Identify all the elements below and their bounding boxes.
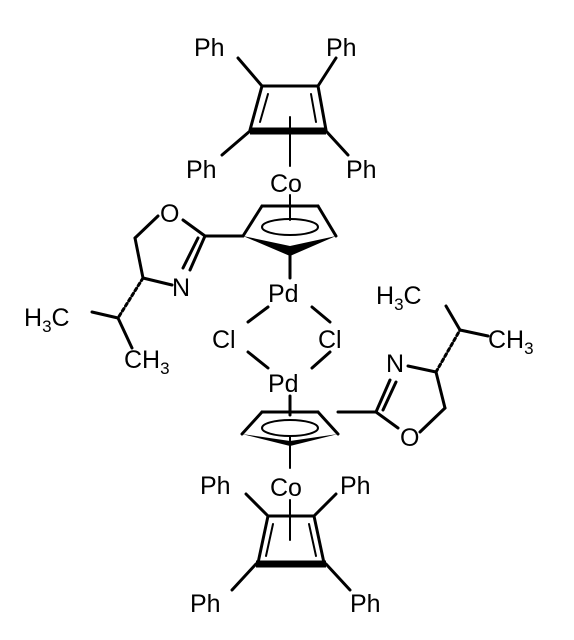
bottom-cyclopentadienyl [240,394,340,469]
bottom-c5-c4-bond [434,370,447,410]
bottom-c2-o-bond [374,410,400,430]
bottom-cb-right [312,514,326,565]
bottom-oxazoline [336,304,490,434]
top-ch3-label: CH3 [124,346,170,378]
top-n-label: N [172,274,190,302]
bottom-o-c5-bond [418,406,447,434]
top-pd-label: Pd [268,280,299,308]
bottom-isopropyl-me2 [458,328,490,338]
top-ph4-bond [324,129,350,157]
top-ph3-label: Ph [186,156,217,184]
top-cb-inner-left [259,93,269,123]
top-cb-bond-left [248,84,264,132]
top-isopropyl-me1 [90,310,120,320]
bottom-ph1-bond [244,492,270,518]
top-o-c5-bond [133,214,160,240]
bottom-cb-inner-right [308,523,317,557]
top-c5-c4-bond [133,236,145,280]
top-ph2-bond [316,56,338,88]
top-c4-n-bond [141,276,174,287]
bottom-ph2-bond [312,492,338,518]
cl2-pd2-bond [310,350,332,370]
bottom-cp-right [316,410,340,436]
top-cb-bond-right [316,84,328,132]
top-ph1-label: Ph [194,34,225,62]
top-c2-o-bond [181,218,207,238]
pd1-cl2-bond [310,305,332,324]
bottom-isopropyl-hashed [434,328,462,374]
bottom-c4-n-bond [406,364,438,374]
top-cp-front [243,236,336,256]
bottom-c2-n-bond [374,378,392,414]
left-cl-label: Cl [212,326,236,354]
bottom-ph4-label: Ph [350,590,381,618]
top-c2-n-double [181,236,200,270]
top-cp-right [316,204,338,238]
bottom-ph4-bond [324,562,352,592]
bottom-n-label: N [386,350,404,378]
bottom-o-label: O [400,424,419,452]
top-ph3-bond [220,129,252,157]
bottom-pd-label: Pd [268,370,299,398]
top-c2-n-bond [188,234,207,272]
bottom-co-label: Co [270,474,302,502]
top-isopropyl-hashed [116,276,145,320]
top-oxazoline [90,214,245,350]
top-cp-left [241,204,264,238]
bottom-cp-aromatic-ring [261,419,319,437]
top-cp-aromatic-ring [261,218,319,236]
top-ph1-bond [236,56,264,88]
bottom-ch3-label: CH3 [488,326,534,358]
top-cyclobutadiene [220,56,350,167]
bottom-ph3-bond [230,562,258,592]
top-ph2-label: Ph [326,34,357,62]
right-cl-label: Cl [318,326,342,354]
bottom-ph3-label: Ph [190,590,221,618]
top-o-label: O [160,200,179,228]
top-cb-inner-right [310,93,317,123]
bottom-c2-n-double [381,380,398,412]
top-h3c-label: H3C [24,304,70,336]
top-isopropyl-me2 [116,316,134,350]
pd-cl-bridge [246,305,332,370]
bottom-cb-left [256,514,270,565]
pd1-cl1-bond [246,305,270,324]
bottom-cp-left [240,410,264,436]
bottom-cb-inner-left [265,523,274,557]
cl1-pd2-bond [246,350,270,370]
top-co-label: Co [270,170,302,198]
bottom-h3c-label: H3C [376,282,422,314]
bottom-cyclobutadiene [230,492,352,592]
bottom-ph1-label: Ph [200,472,231,500]
bottom-isopropyl-me1 [444,304,462,332]
bottom-ph2-label: Ph [340,472,371,500]
top-cyclopentadienyl [241,194,338,280]
top-ph4-label: Ph [346,156,377,184]
